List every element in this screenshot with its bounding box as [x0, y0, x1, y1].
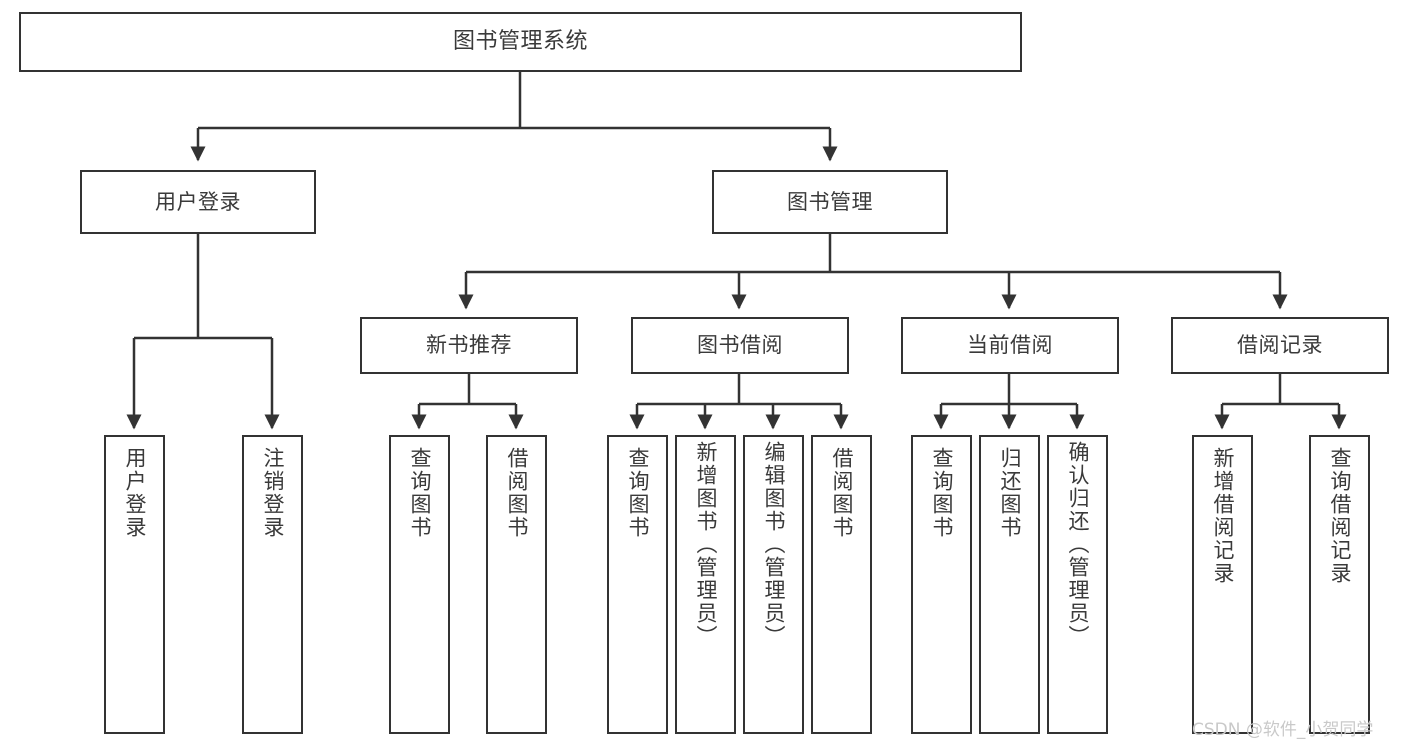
node-label: 查询图书	[408, 447, 432, 539]
node-book-management[interactable]: 图书管理	[712, 170, 948, 234]
node-user-login[interactable]: 用户登录	[80, 170, 316, 234]
node-leaf-borrow-book-2[interactable]: 借阅图书	[811, 435, 872, 734]
node-label: 编辑图书（管理员）	[762, 441, 786, 648]
node-label: 借阅记录	[1237, 333, 1323, 358]
node-leaf-confirm-return[interactable]: 确认归还（管理员）	[1047, 435, 1108, 734]
node-label: 用户登录	[155, 189, 241, 214]
node-leaf-add-record[interactable]: 新增借阅记录	[1192, 435, 1253, 734]
node-leaf-query-book-1[interactable]: 查询图书	[389, 435, 450, 734]
node-root-system[interactable]: 图书管理系统	[19, 12, 1022, 72]
node-leaf-user-login[interactable]: 用户登录	[104, 435, 165, 734]
node-label: 图书管理系统	[452, 29, 588, 55]
node-leaf-add-book[interactable]: 新增图书（管理员）	[675, 435, 736, 734]
node-label: 图书借阅	[697, 333, 783, 358]
node-leaf-query-book-3[interactable]: 查询图书	[911, 435, 972, 734]
node-label: 图书管理	[787, 189, 873, 214]
node-leaf-edit-book[interactable]: 编辑图书（管理员）	[743, 435, 804, 734]
node-leaf-borrow-book-1[interactable]: 借阅图书	[486, 435, 547, 734]
node-label: 确认归还（管理员）	[1066, 441, 1090, 648]
node-label: 新书推荐	[426, 333, 512, 358]
node-book-borrow[interactable]: 图书借阅	[631, 317, 849, 374]
node-leaf-query-book-2[interactable]: 查询图书	[607, 435, 668, 734]
node-label: 新增图书（管理员）	[694, 441, 718, 648]
node-label: 当前借阅	[967, 333, 1053, 358]
node-label: 用户登录	[123, 447, 147, 539]
node-leaf-query-record[interactable]: 查询借阅记录	[1309, 435, 1370, 734]
node-leaf-logout[interactable]: 注销登录	[242, 435, 303, 734]
node-label: 注销登录	[261, 447, 285, 539]
node-new-book-recommend[interactable]: 新书推荐	[360, 317, 578, 374]
node-label: 借阅图书	[830, 447, 854, 539]
node-label: 查询图书	[930, 447, 954, 539]
node-label: 查询图书	[626, 447, 650, 539]
node-label: 借阅图书	[505, 447, 529, 539]
node-borrow-record[interactable]: 借阅记录	[1171, 317, 1389, 374]
node-label: 查询借阅记录	[1328, 447, 1352, 585]
node-leaf-return-book[interactable]: 归还图书	[979, 435, 1040, 734]
node-label: 新增借阅记录	[1211, 447, 1235, 585]
node-label: 归还图书	[998, 447, 1022, 539]
node-current-borrow[interactable]: 当前借阅	[901, 317, 1119, 374]
